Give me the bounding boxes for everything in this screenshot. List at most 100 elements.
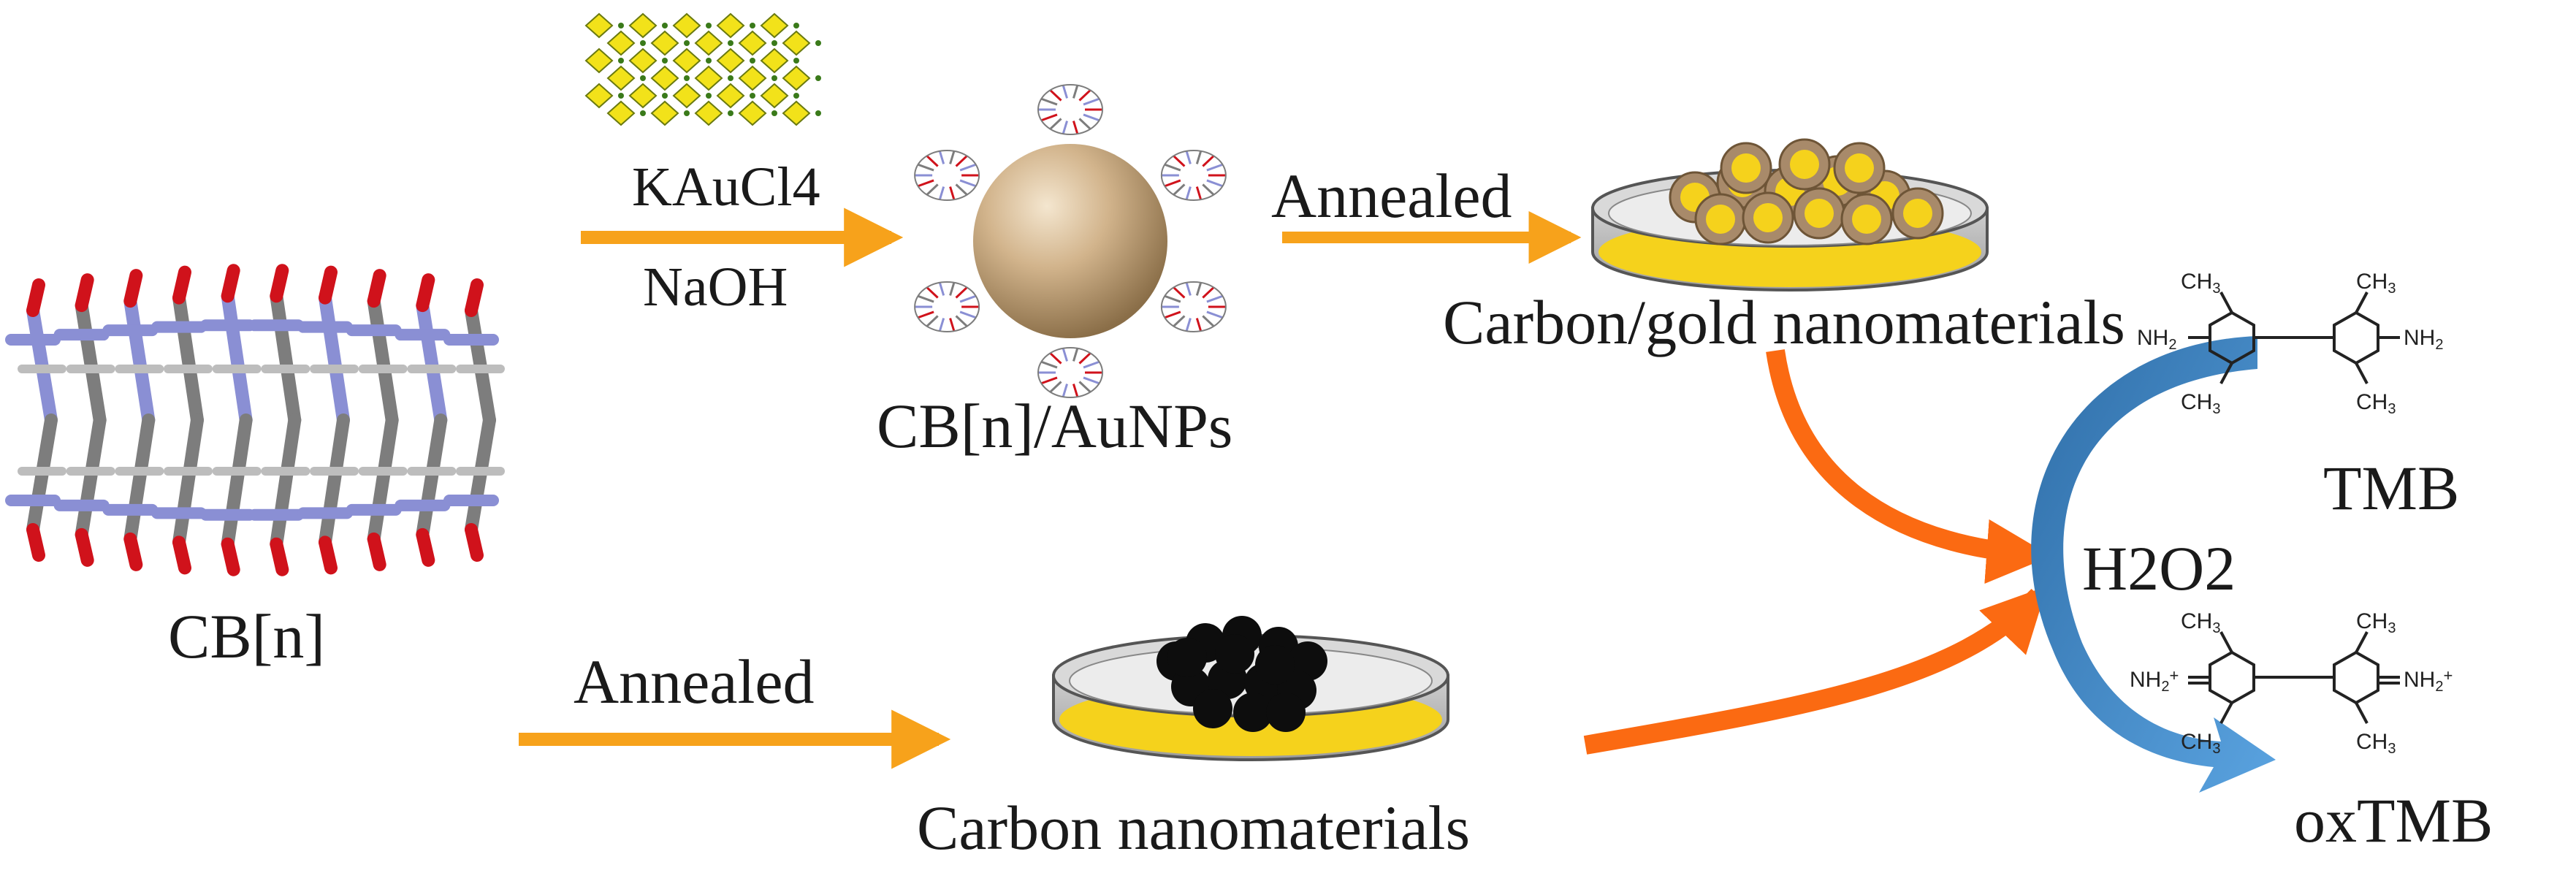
surface-bond: [1195, 150, 1203, 164]
cb-carbonyl: [172, 265, 191, 305]
lattice-unit: [716, 47, 745, 74]
gold-core: [1852, 205, 1881, 234]
surface-bond: [1202, 155, 1215, 167]
carbon-label: Carbon nanomaterials: [917, 793, 1471, 863]
surface-bond: [955, 315, 968, 327]
surface-bond: [1062, 121, 1068, 134]
surface-bond: [1040, 360, 1058, 369]
carbon-gold-particles: [1669, 138, 1944, 245]
surface-cb: [1037, 347, 1103, 398]
surface-bond: [1062, 348, 1068, 362]
lattice-atom: [728, 75, 733, 81]
cb-carbonyl: [221, 264, 240, 303]
lattice-unit: [606, 30, 636, 56]
cb-carbonyl: [172, 535, 191, 575]
surface-bond: [1040, 97, 1058, 106]
surface-bond: [938, 282, 945, 296]
surface-bond: [959, 163, 977, 172]
lattice-unit: [694, 100, 723, 126]
cb-carbonyl: [123, 269, 143, 308]
cb-carbonyl: [26, 278, 45, 317]
carbon-particle: [1215, 634, 1254, 674]
lattice-atom: [640, 75, 646, 81]
surface-bond: [949, 282, 956, 296]
cb-carbonyl: [75, 527, 94, 567]
carbon-particle: [1266, 693, 1306, 732]
cb-bond: [123, 413, 156, 546]
surface-bond: [1078, 89, 1091, 102]
lattice-atom: [684, 40, 690, 46]
surface-ring: [1037, 84, 1103, 135]
carbon-particle: [1233, 693, 1273, 732]
surface-bond: [1049, 118, 1062, 130]
lattice-unit: [782, 65, 811, 91]
surface-bond: [1185, 150, 1192, 164]
surface-bond: [1072, 384, 1079, 397]
surface-bond: [1195, 186, 1203, 200]
tmb-methyl-2: CH3: [2356, 270, 2396, 297]
tmb-methyl-3: CH3: [2181, 390, 2220, 417]
cb-carbonyl: [75, 273, 94, 313]
lattice-unit: [694, 30, 723, 56]
surface-bond: [1173, 155, 1186, 167]
cb-carbonyl: [123, 532, 143, 571]
surface-bond: [1164, 179, 1181, 188]
oxtmb-methyl-3: CH3: [2181, 730, 2220, 757]
kaucl4-label: KAuCl4: [632, 159, 820, 215]
surface-bond: [917, 179, 934, 188]
cb-bond: [172, 413, 204, 549]
cb-bond: [221, 289, 253, 427]
surface-bond: [1062, 85, 1068, 99]
surface-bond: [926, 286, 939, 299]
lattice-unit: [694, 65, 723, 91]
surface-bond: [926, 155, 939, 167]
annealed-top-label: Annealed: [1271, 161, 1512, 231]
gold-core: [1805, 199, 1834, 228]
surface-bond: [1083, 360, 1100, 369]
surface-bond: [955, 183, 968, 196]
gold-core: [1706, 205, 1735, 234]
lattice-atom: [618, 23, 624, 28]
annealed-bottom-label: Annealed: [573, 647, 815, 717]
cb-bond: [123, 294, 156, 427]
surface-bond: [1206, 294, 1224, 303]
tmb-label: TMB: [2323, 453, 2460, 523]
cb-carbonyl: [465, 523, 484, 562]
lattice-unit: [628, 12, 658, 39]
lattice-unit: [716, 12, 745, 39]
composite-label: CB[n]/AuNPs: [877, 391, 1233, 461]
surface-bond: [1202, 315, 1215, 327]
cb-carbonyl: [319, 535, 338, 575]
surface-bond: [1072, 121, 1079, 134]
lattice-unit: [606, 100, 636, 126]
lattice-unit: [738, 30, 767, 56]
cb-monomer-label: CB[n]: [168, 605, 325, 668]
lattice-unit: [672, 47, 701, 74]
lattice-atom: [662, 58, 668, 64]
surface-bond: [959, 294, 977, 303]
lattice-atom: [771, 110, 777, 116]
lattice-atom: [640, 40, 646, 46]
carbon-particle: [1255, 645, 1295, 685]
tmb-structure: [2188, 291, 2400, 384]
lattice-atom: [771, 75, 777, 81]
cb-bond: [75, 413, 107, 541]
lattice-unit: [782, 100, 811, 126]
surface-bond: [959, 179, 977, 188]
surface-cb: [1160, 281, 1227, 332]
cb-carbonyl: [319, 265, 338, 305]
lattice-atom: [793, 93, 799, 99]
lattice-unit: [584, 12, 614, 39]
oxtmb-methyl-1: CH3: [2181, 609, 2220, 636]
kaucl4-text: KAuCl4: [632, 156, 820, 218]
kaucl4-crystal-lattice: [584, 12, 821, 126]
lattice-unit: [760, 12, 789, 39]
surface-bond: [938, 186, 945, 200]
lattice-unit: [672, 12, 701, 39]
lattice-unit: [760, 47, 789, 74]
oxtmb-label: oxTMB: [2294, 785, 2493, 855]
lattice-atom: [750, 58, 755, 64]
lattice-atom: [815, 75, 821, 81]
surface-bond: [1164, 310, 1181, 319]
